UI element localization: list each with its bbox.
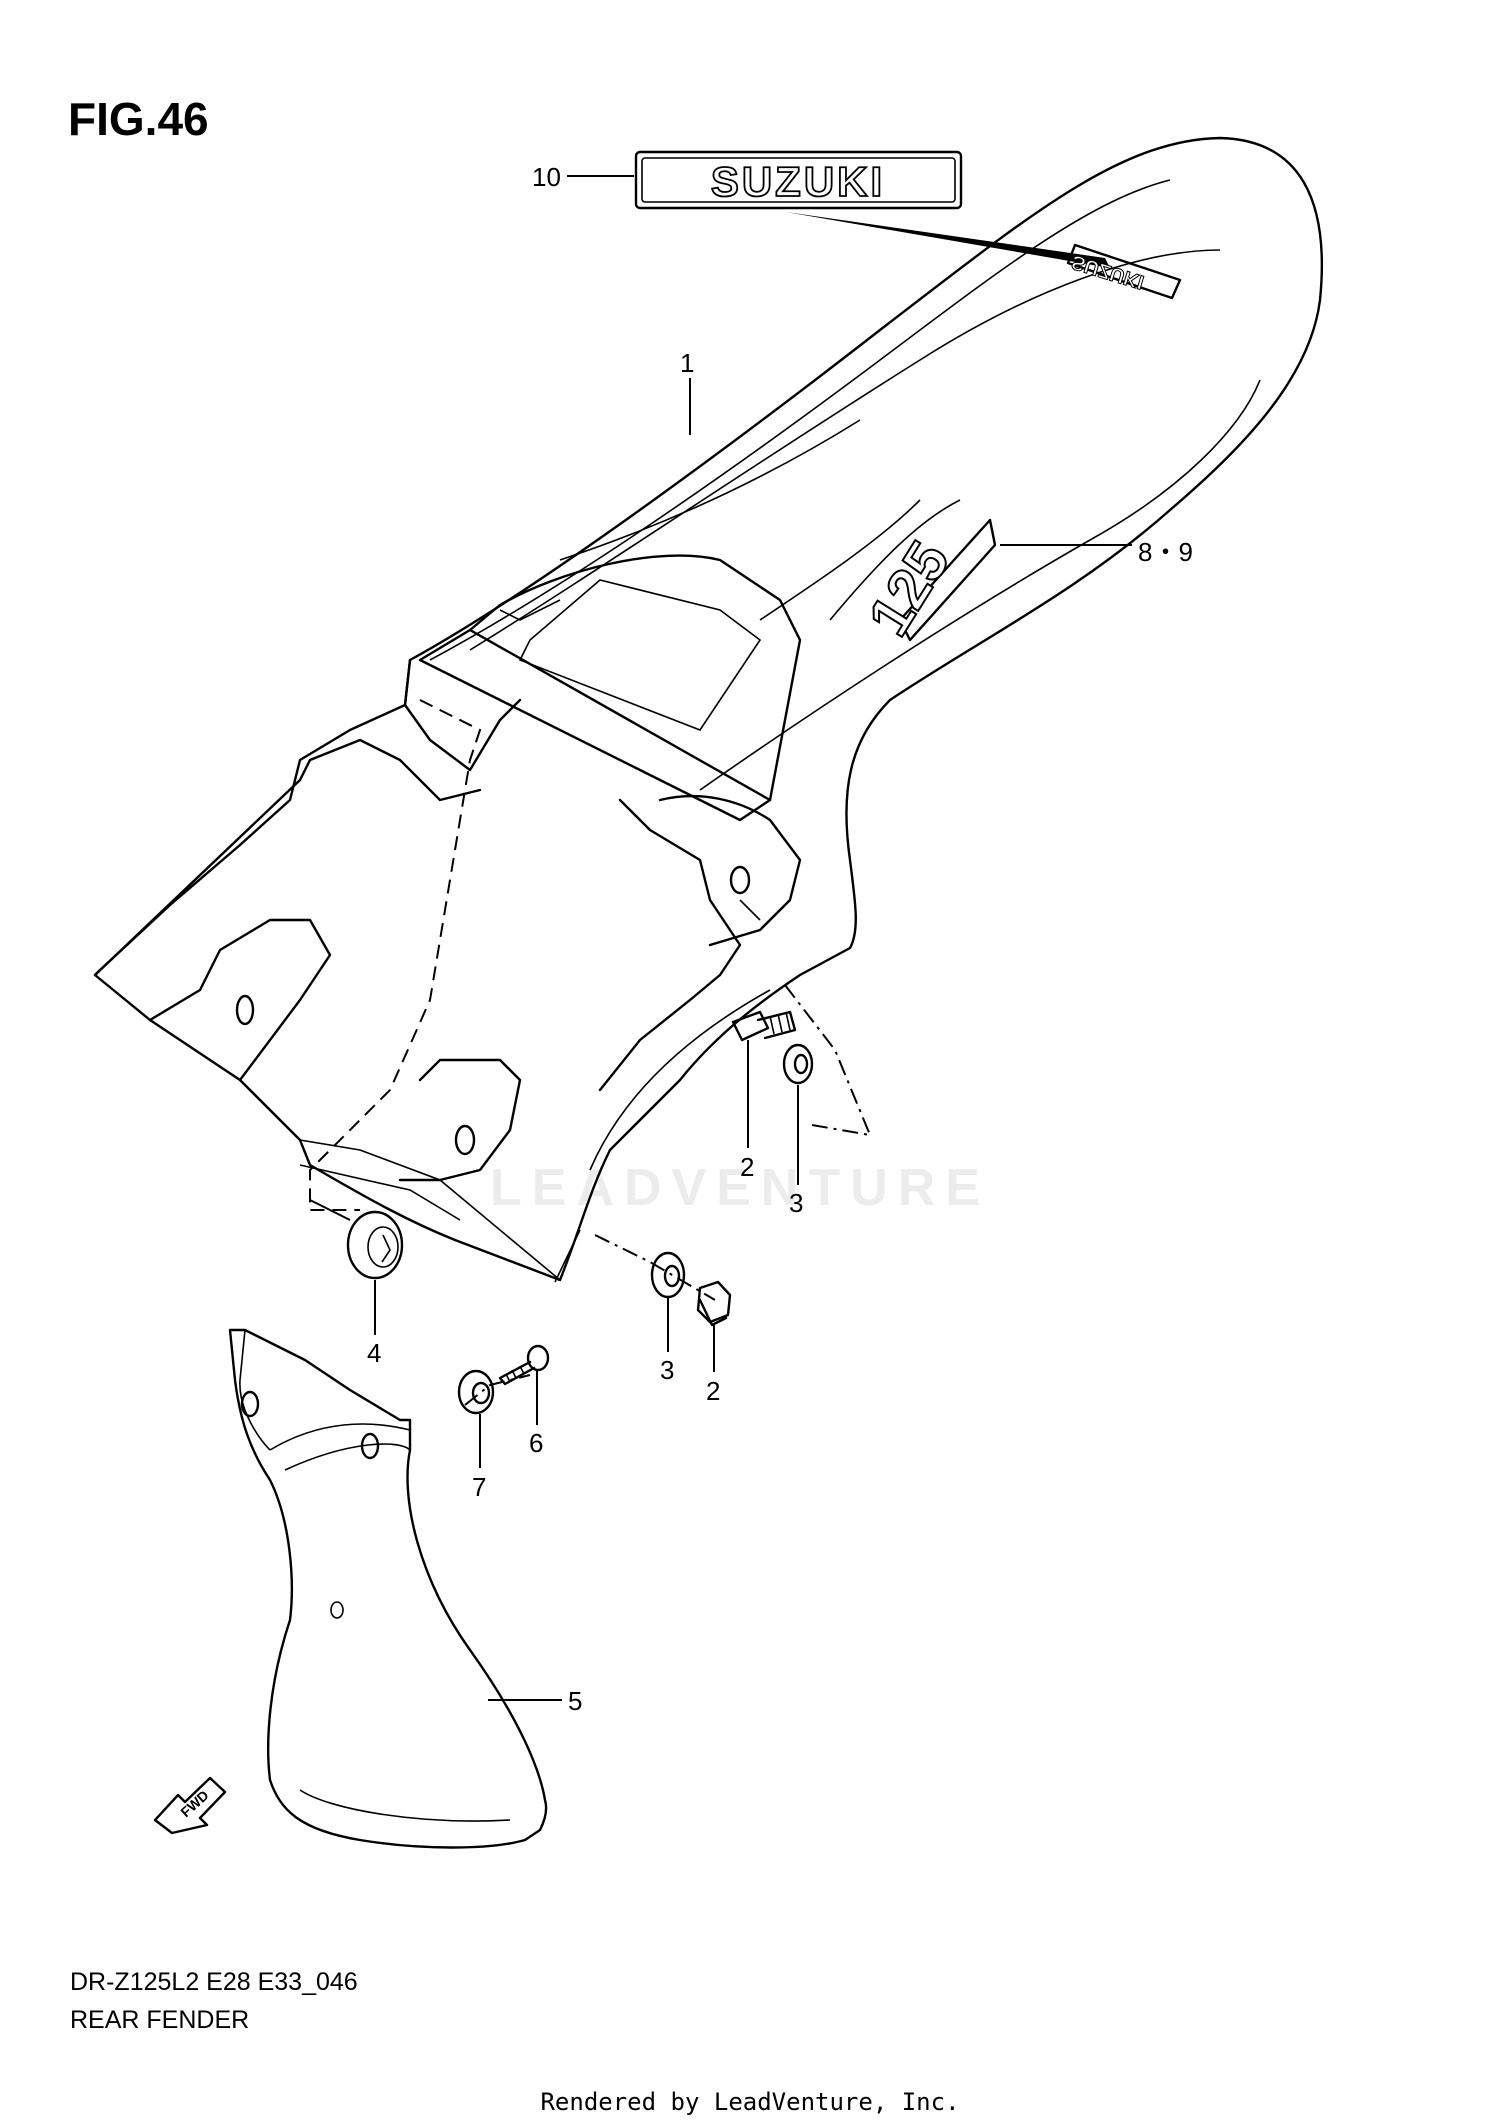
diagram-code: DR-Z125L2 E28 E33_046 bbox=[70, 1968, 358, 1996]
callout-3a: 3 bbox=[789, 1188, 804, 1218]
rendered-by-credit: Rendered by LeadVenture, Inc. bbox=[540, 2088, 960, 2116]
decal-placement-arrow bbox=[786, 212, 1110, 268]
diagram-name: REAR FENDER bbox=[70, 2006, 250, 2034]
watermark-text: LEADVENTURE bbox=[490, 1159, 991, 1217]
callout-7: 7 bbox=[472, 1472, 487, 1502]
callout-8-9: 8・9 bbox=[1138, 537, 1193, 567]
callout-2a: 2 bbox=[740, 1152, 755, 1182]
fwd-arrow-text: FWD bbox=[177, 1787, 211, 1820]
suzuki-decal[interactable]: SUZUKI bbox=[634, 150, 963, 210]
figure-title: FIG.46 bbox=[68, 93, 209, 145]
callout-3b: 3 bbox=[660, 1355, 675, 1385]
fwd-arrow-icon: FWD bbox=[153, 1776, 227, 1835]
callout-4: 4 bbox=[367, 1338, 382, 1368]
model-badge: 125 bbox=[855, 518, 997, 648]
callout-1: 1 bbox=[680, 348, 695, 378]
nut[interactable] bbox=[457, 1369, 495, 1415]
grommet[interactable] bbox=[346, 1210, 404, 1280]
bolt-upper[interactable] bbox=[731, 1010, 797, 1042]
mudflap[interactable] bbox=[228, 1328, 548, 1849]
suzuki-decal-text: SUZUKI bbox=[711, 158, 885, 205]
bolt-path-lower bbox=[594, 1234, 716, 1301]
fender-suzuki-decal: SUZUKI bbox=[1066, 243, 1182, 300]
callout-5: 5 bbox=[568, 1686, 583, 1716]
tapping-screw[interactable] bbox=[498, 1344, 550, 1386]
callout-2b: 2 bbox=[706, 1376, 721, 1406]
callout-10: 10 bbox=[532, 162, 561, 192]
washer-lower[interactable] bbox=[650, 1251, 686, 1299]
bolt-path-right bbox=[784, 984, 872, 1137]
washer-upper[interactable] bbox=[782, 1043, 814, 1085]
bolt-lower[interactable] bbox=[696, 1280, 732, 1327]
callout-6: 6 bbox=[529, 1428, 544, 1458]
rear-fender[interactable]: 125 SUZUKI bbox=[93, 136, 1324, 1283]
model-badge-text: 125 bbox=[856, 530, 962, 647]
